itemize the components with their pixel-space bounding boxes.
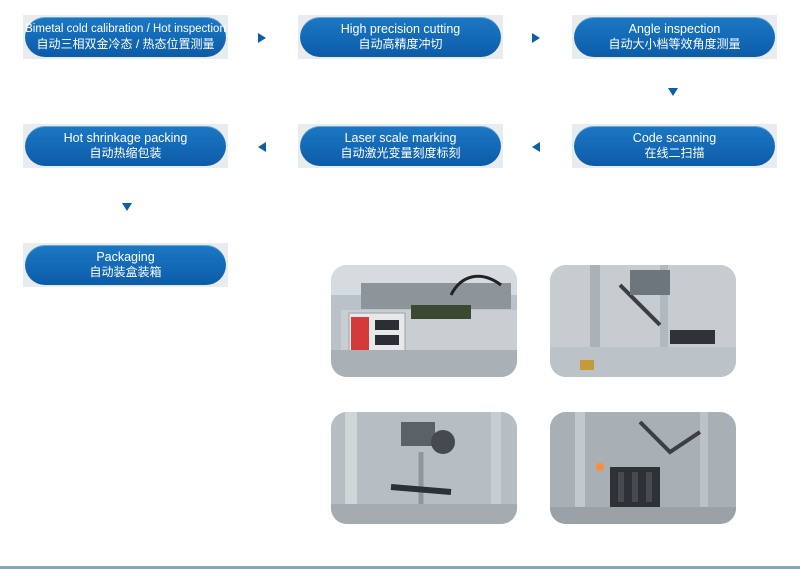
step-pill: High precision cutting 自动高精度冲切 (300, 17, 501, 57)
machine-photo-1 (331, 265, 517, 377)
step-label-en: Laser scale marking (344, 131, 457, 145)
step-label-zh: 自动大小档等效角度测量 (608, 37, 741, 51)
step-label-zh: 在线二扫描 (644, 146, 705, 160)
step-bimetal-calibration: Bimetal cold calibration / Hot inspectio… (23, 15, 228, 59)
arrow-left-icon (532, 142, 540, 152)
machine-photo-4 (550, 412, 736, 524)
step-label-zh: 自动热缩包装 (89, 146, 162, 160)
step-label-zh: 自动三相双金冷态 / 热态位置测量 (36, 37, 215, 51)
arrow-right-icon (532, 33, 540, 43)
step-code-scanning: Code scanning 在线二扫描 (572, 124, 777, 168)
step-pill: Angle inspection 自动大小档等效角度测量 (574, 17, 775, 57)
arrow-down-icon (668, 88, 678, 96)
step-label-en: Packaging (96, 250, 155, 264)
step-packaging: Packaging 自动装盒装箱 (23, 243, 228, 287)
step-pill: Code scanning 在线二扫描 (574, 126, 775, 166)
step-pill: Hot shrinkage packing 自动热缩包装 (25, 126, 226, 166)
step-pill: Bimetal cold calibration / Hot inspectio… (25, 17, 226, 57)
step-label-en: High precision cutting (340, 22, 461, 36)
arrow-left-icon (258, 142, 266, 152)
step-high-precision-cutting: High precision cutting 自动高精度冲切 (298, 15, 503, 59)
step-label-zh: 自动装盒装箱 (89, 265, 162, 279)
step-pill: Packaging 自动装盒装箱 (25, 245, 226, 285)
machine-photo-2 (550, 265, 736, 377)
step-hot-shrinkage-packing: Hot shrinkage packing 自动热缩包装 (23, 124, 228, 168)
step-label-en: Bimetal cold calibration / Hot inspectio… (25, 23, 226, 35)
step-pill: Laser scale marking 自动激光变量刻度标刻 (300, 126, 501, 166)
step-label-zh: 自动激光变量刻度标刻 (340, 146, 461, 160)
step-label-zh: 自动高精度冲切 (358, 37, 443, 51)
footer-divider (0, 566, 800, 569)
machine-photo-3 (331, 412, 517, 524)
step-label-en: Code scanning (632, 131, 717, 145)
step-laser-scale-marking: Laser scale marking 自动激光变量刻度标刻 (298, 124, 503, 168)
step-label-en: Hot shrinkage packing (63, 131, 188, 145)
arrow-right-icon (258, 33, 266, 43)
step-angle-inspection: Angle inspection 自动大小档等效角度测量 (572, 15, 777, 59)
arrow-down-icon (122, 203, 132, 211)
step-label-en: Angle inspection (628, 22, 721, 36)
